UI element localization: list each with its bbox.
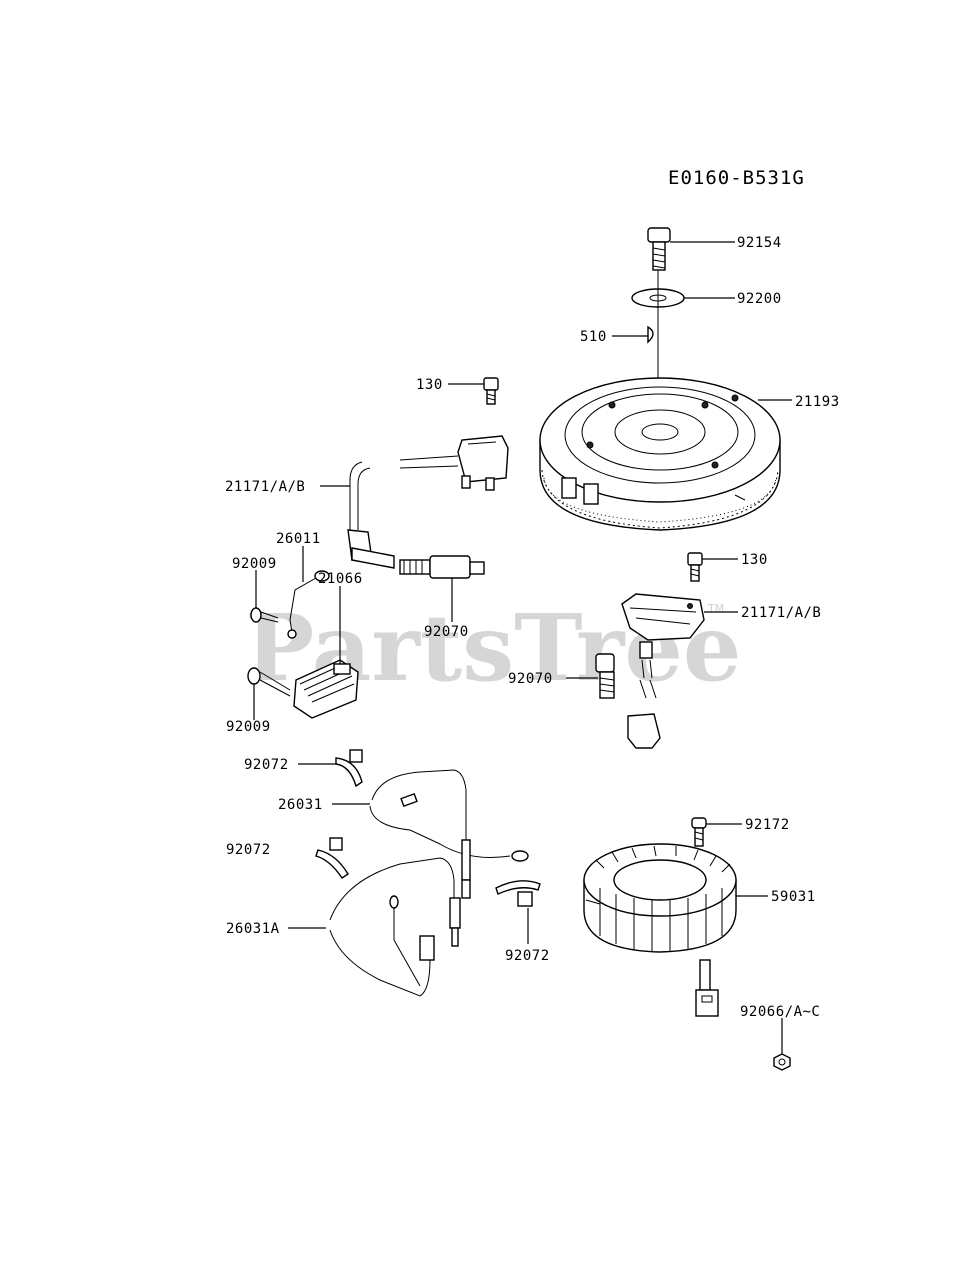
label-92070-upper: 92070 [424, 624, 469, 640]
label-21066: 21066 [318, 571, 363, 587]
label-130-upper: 130 [416, 377, 443, 393]
label-92200: 92200 [737, 291, 782, 307]
spark-plug-92070-upper[interactable] [399, 555, 485, 579]
label-92070-lower: 92070 [508, 671, 553, 687]
bolt-130-upper[interactable] [483, 377, 499, 405]
label-92154: 92154 [737, 235, 782, 251]
label-92172: 92172 [745, 817, 790, 833]
label-21171-lower: 21171/A/B [741, 605, 821, 621]
ignition-coil-upper[interactable] [349, 435, 509, 530]
label-26031: 26031 [278, 797, 323, 813]
bolt-130-lower[interactable] [687, 552, 703, 582]
stator-59031[interactable] [583, 843, 737, 1017]
label-92072-b: 92072 [226, 842, 271, 858]
label-92072-c: 92072 [505, 948, 550, 964]
label-92009-lower: 92009 [226, 719, 271, 735]
label-21171-upper: 21171/A/B [225, 479, 305, 495]
label-92072-a: 92072 [244, 757, 289, 773]
clamp-92072-a[interactable] [335, 749, 363, 788]
plug-cap-upper[interactable] [347, 529, 395, 569]
flywheel-21193[interactable] [539, 377, 781, 531]
nut-92066[interactable] [773, 1053, 791, 1071]
ignition-coil-lower[interactable] [621, 593, 705, 699]
watermark-tm: TM [707, 602, 724, 615]
label-26011: 26011 [276, 531, 321, 547]
label-21193: 21193 [795, 394, 840, 410]
screw-92172[interactable] [691, 817, 707, 847]
label-510: 510 [580, 329, 607, 345]
spark-plug-92070-lower[interactable] [595, 653, 615, 699]
bolt-92154[interactable] [647, 227, 671, 271]
label-59031: 59031 [771, 889, 816, 905]
label-92066: 92066/A~C [740, 1004, 820, 1020]
screw-92009-lower[interactable] [247, 667, 291, 697]
plug-cap-lower[interactable] [627, 713, 661, 749]
label-92009-upper: 92009 [232, 556, 277, 572]
clamp-92072-b[interactable] [315, 837, 349, 879]
harness-26031A[interactable] [329, 857, 461, 997]
label-26031A: 26031A [226, 921, 280, 937]
ground-lead-26011[interactable] [287, 570, 330, 639]
label-130-lower: 130 [741, 552, 768, 568]
harness-26031[interactable] [369, 769, 529, 899]
clamp-92072-c[interactable] [495, 880, 541, 907]
diagram-code: E0160-B531G [668, 167, 805, 189]
key-510[interactable] [647, 325, 654, 344]
